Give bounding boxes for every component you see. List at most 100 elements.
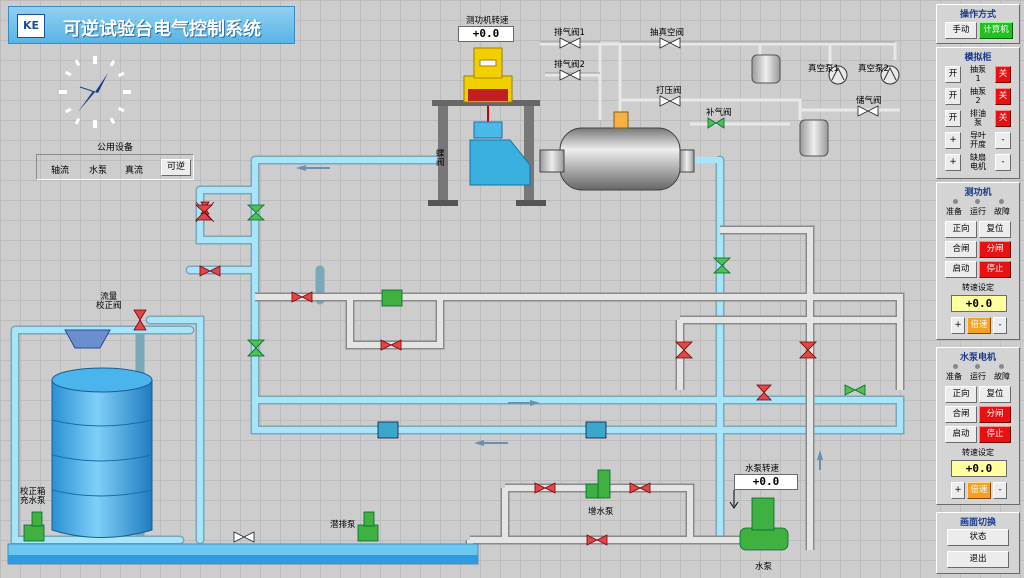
pump-ready-led (953, 364, 958, 369)
pump-speed-multiplier-button[interactable]: 倍速 (967, 482, 991, 499)
dyn-fault-label: 故障 (994, 207, 1010, 216)
vacuum-pumps (828, 65, 900, 85)
makeup-valve-label: 补气阀 (706, 108, 732, 118)
dyn-run-led (975, 199, 980, 204)
valves (133, 37, 879, 546)
dyn-start-button[interactable]: 启动 (945, 261, 977, 278)
pump-trip-button[interactable]: 分闸 (979, 406, 1011, 423)
dyn-ready-led (953, 199, 958, 204)
dyn-run-label: 运行 (970, 207, 986, 216)
oil-pump-2-close-button[interactable]: 关 (995, 88, 1011, 105)
oil-pump-1-open-button[interactable]: 开 (945, 66, 961, 83)
fan-motor-plus-button[interactable]: + (945, 154, 961, 171)
dynamometer (428, 47, 546, 206)
dyn-speed-label: 测功机转速 (466, 16, 509, 26)
dyn-speed-minus-button[interactable]: - (993, 317, 1007, 334)
title-banner: KE 可逆试验台电气控制系统 (8, 6, 295, 44)
simulation-cabinet-title: 模拟柜 (964, 53, 992, 63)
common-equipment-box: 轴流 水泵 真流 可逆 (36, 154, 194, 180)
pump-run-led (975, 364, 980, 369)
pump-run-label: 运行 (970, 372, 986, 381)
operation-mode-panel: 操作方式 手动 计算机 (936, 4, 1020, 44)
computer-mode-button[interactable]: 计算机 (979, 22, 1013, 39)
common-equipment-group: 公用设备 轴流 水泵 真流 可逆 (36, 140, 194, 180)
oil-pump-1-close-button[interactable]: 关 (995, 66, 1011, 83)
dyn-fault-led (999, 199, 1004, 204)
dyn-speed-readout: +0.0 (458, 26, 514, 42)
drain-oil-pump-open-button[interactable]: 开 (945, 110, 961, 127)
operation-mode-title: 操作方式 (959, 10, 996, 20)
return-pipes (255, 225, 905, 560)
dynamometer-title: 测功机 (964, 188, 992, 198)
exit-button[interactable]: 退出 (947, 551, 1009, 568)
pump-close-button[interactable]: 合闸 (945, 406, 977, 423)
pumps (23, 289, 789, 551)
simulation-cabinet-panel: 模拟柜 开 抽泵 1 关 开 抽泵 2 关 开 排油 泵 关 + 导叶 开度 -… (936, 47, 1020, 179)
pump-speed-minus-button[interactable]: - (993, 482, 1007, 499)
pump-fault-label: 故障 (994, 372, 1010, 381)
pump-speed-set-label: 转速设定 (962, 448, 994, 457)
pump-ready-label: 准备 (946, 372, 962, 381)
water-pump-label: 水泵 (755, 562, 773, 572)
exhaust-valve-1-label: 排气阀1 (554, 28, 585, 38)
drain-pump-label: 潜排泵 (330, 520, 356, 530)
vacuum-valve-label: 抽真空阀 (650, 28, 685, 38)
dyn-ready-label: 准备 (946, 207, 962, 216)
fan-motor-minus-button[interactable]: - (995, 154, 1011, 171)
dyn-stop-button[interactable]: 停止 (979, 261, 1011, 278)
flow-arrows (296, 165, 823, 470)
pump-speed-label: 水泵转速 (745, 464, 780, 474)
exhaust-valve-2-label: 排气阀2 (554, 60, 585, 70)
pump-motor-panel: 水泵电机 准备 运行 故障 正向 复位 合闸 分闸 启动 停止 转速设定 +0.… (936, 347, 1020, 505)
dyn-speed-plus-button[interactable]: + (951, 317, 965, 334)
butterfly-valve-label: 蝶阀 (436, 149, 445, 168)
flow-calibration-valve-label: 流量 校正阀 (96, 292, 122, 311)
pump-speed-readout: +0.0 (734, 474, 798, 490)
guide-vane-minus-button[interactable]: - (995, 132, 1011, 149)
oil-pump-2-label: 抽泵 2 (970, 87, 986, 105)
bleed-valve-label: 储气阀 (856, 96, 882, 106)
oil-pump-2-open-button[interactable]: 开 (945, 88, 961, 105)
pump-forward-button[interactable]: 正向 (945, 386, 977, 403)
booster-pump-label: 增水泵 (588, 507, 614, 517)
calibration-fill-pump-label: 校正箱 充水泵 (20, 487, 46, 506)
page-title: 可逆试验台电气控制系统 (63, 19, 261, 40)
vacuum-pump-2-label: 真空泵2 (858, 64, 889, 74)
common-equipment-label: 公用设备 (96, 143, 133, 153)
pump-start-button[interactable]: 启动 (945, 426, 977, 443)
guide-vane-plus-button[interactable]: + (945, 132, 961, 149)
screen-switch-title: 画面切换 (959, 518, 996, 528)
oil-pump-1-label: 抽泵 1 (970, 65, 986, 83)
dyn-trip-button[interactable]: 分闸 (979, 241, 1011, 258)
dyn-reset-button[interactable]: 复位 (979, 221, 1011, 238)
process-diagram (7, 37, 905, 565)
axial-fan-label: 轴流 (51, 166, 70, 176)
fan-motor-label: 缺扇 电机 (970, 153, 986, 171)
water-pump-label: 水泵 (89, 166, 108, 176)
dyn-close-button[interactable]: 合闸 (945, 241, 977, 258)
water-tank (51, 367, 153, 538)
analog-clock (59, 56, 131, 128)
dynamometer-panel: 测功机 准备 运行 故障 正向 复位 合闸 分闸 启动 停止 转速设定 +0.0… (936, 182, 1020, 340)
vacuum-tank (751, 54, 829, 157)
pump-reset-button[interactable]: 复位 (979, 386, 1011, 403)
pump-motor-title: 水泵电机 (959, 353, 996, 363)
manual-mode-button[interactable]: 手动 (945, 22, 977, 39)
drain-oil-pump-close-button[interactable]: 关 (995, 110, 1011, 127)
vacuum-label: 真流 (125, 166, 144, 176)
dyn-forward-button[interactable]: 正向 (945, 221, 977, 238)
reversible-button[interactable]: 可逆 (161, 159, 191, 176)
dyn-speed-setpoint[interactable]: +0.0 (951, 295, 1007, 312)
pump-speed-plus-button[interactable]: + (951, 482, 965, 499)
status-screen-button[interactable]: 状态 (947, 529, 1009, 546)
drain-oil-pump-label: 排油 泵 (970, 109, 986, 127)
guide-vane-label: 导叶 开度 (970, 131, 986, 149)
pump-fault-led (999, 364, 1004, 369)
pump-stop-button[interactable]: 停止 (979, 426, 1011, 443)
vacuum-pump-1-label: 真空泵1 (808, 64, 839, 74)
pressure-valve-label: 打压阀 (656, 86, 682, 96)
dyn-speed-multiplier-button[interactable]: 倍速 (967, 317, 991, 334)
pump-speed-setpoint[interactable]: +0.0 (951, 460, 1007, 477)
flow-funnel (64, 329, 111, 349)
test-vessel (539, 111, 695, 191)
